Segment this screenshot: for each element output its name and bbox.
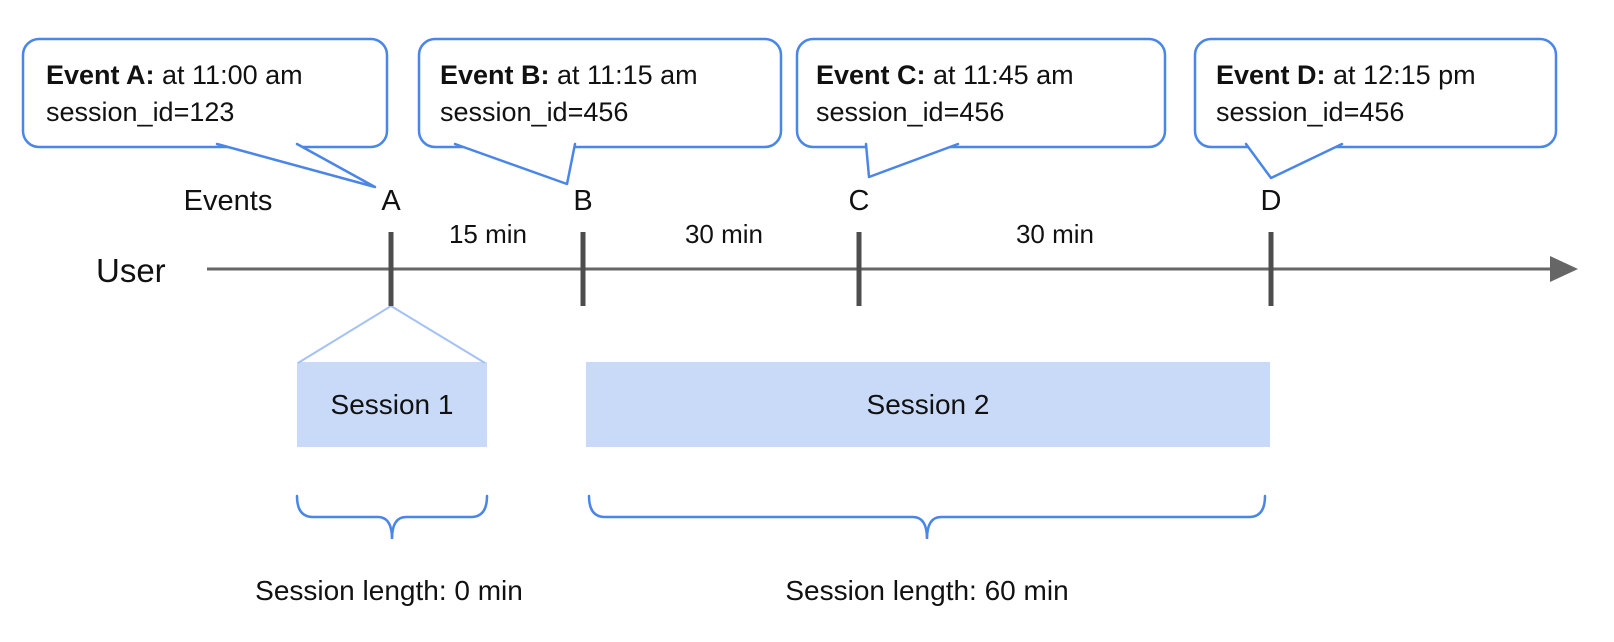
session-1-length-label: Session length: 0 min xyxy=(255,575,523,606)
events-axis-label: Events xyxy=(183,185,273,217)
session-2-bar xyxy=(586,362,1270,447)
event-b-callout-time: at 11:15 am xyxy=(549,60,698,90)
gap-label-b-c: 30 min xyxy=(684,219,764,249)
event-b-callout-session: session_id=456 xyxy=(440,97,629,127)
event-b-callout: Event B: at 11:15 am session_id=456 xyxy=(440,57,698,131)
callout-tail-d xyxy=(1244,142,1344,180)
session-1-brace xyxy=(295,494,489,540)
event-a-callout-time: at 11:00 am xyxy=(154,60,303,90)
gap-label-c-d: 30 min xyxy=(1015,219,1095,249)
event-label-b: B xyxy=(573,185,593,217)
session-2-brace xyxy=(587,494,1267,540)
session-1-label: Session 1 xyxy=(330,389,454,420)
event-label-d: D xyxy=(1260,185,1282,217)
event-d-callout-line1: Event D: at 12:15 pm xyxy=(1216,57,1476,94)
event-c-callout-title: Event C: xyxy=(816,60,926,90)
event-a-callout-title: Event A: xyxy=(46,60,155,90)
callout-tail-b xyxy=(453,142,577,186)
event-b-callout-title: Event B: xyxy=(440,60,550,90)
event-c-callout-time: at 11:45 am xyxy=(925,60,1074,90)
session-2-label: Session 2 xyxy=(866,389,990,420)
event-d-callout-time: at 12:15 pm xyxy=(1325,60,1476,90)
callout-tail-c xyxy=(864,142,960,179)
session-1-funnel-lines xyxy=(297,305,486,364)
session-1-bar xyxy=(297,362,487,447)
user-axis-label: User xyxy=(96,252,166,289)
callout-bubble-a xyxy=(21,37,389,149)
event-a-callout: Event A: at 11:00 am session_id=123 xyxy=(46,57,303,131)
event-label-a: A xyxy=(381,185,401,217)
gap-label-a-b: 15 min xyxy=(448,219,528,249)
timeline-arrowhead-icon xyxy=(1550,256,1578,282)
event-d-callout: Event D: at 12:15 pm session_id=456 xyxy=(1216,57,1476,131)
event-label-c: C xyxy=(848,185,870,217)
event-d-callout-session: session_id=456 xyxy=(1216,97,1405,127)
callout-tail-a xyxy=(215,142,377,189)
event-a-callout-session: session_id=123 xyxy=(46,97,235,127)
event-c-callout: Event C: at 11:45 am session_id=456 xyxy=(816,57,1074,131)
callout-bubble-c xyxy=(795,37,1167,149)
event-b-callout-line1: Event B: at 11:15 am xyxy=(440,57,698,94)
event-a-callout-line1: Event A: at 11:00 am xyxy=(46,57,303,94)
event-c-callout-line1: Event C: at 11:45 am xyxy=(816,57,1074,94)
callout-bubble-d xyxy=(1193,37,1558,149)
callout-bubble-b xyxy=(417,37,783,149)
event-d-callout-title: Event D: xyxy=(1216,60,1326,90)
event-c-callout-session: session_id=456 xyxy=(816,97,1005,127)
session-2-length-label: Session length: 60 min xyxy=(785,575,1069,606)
